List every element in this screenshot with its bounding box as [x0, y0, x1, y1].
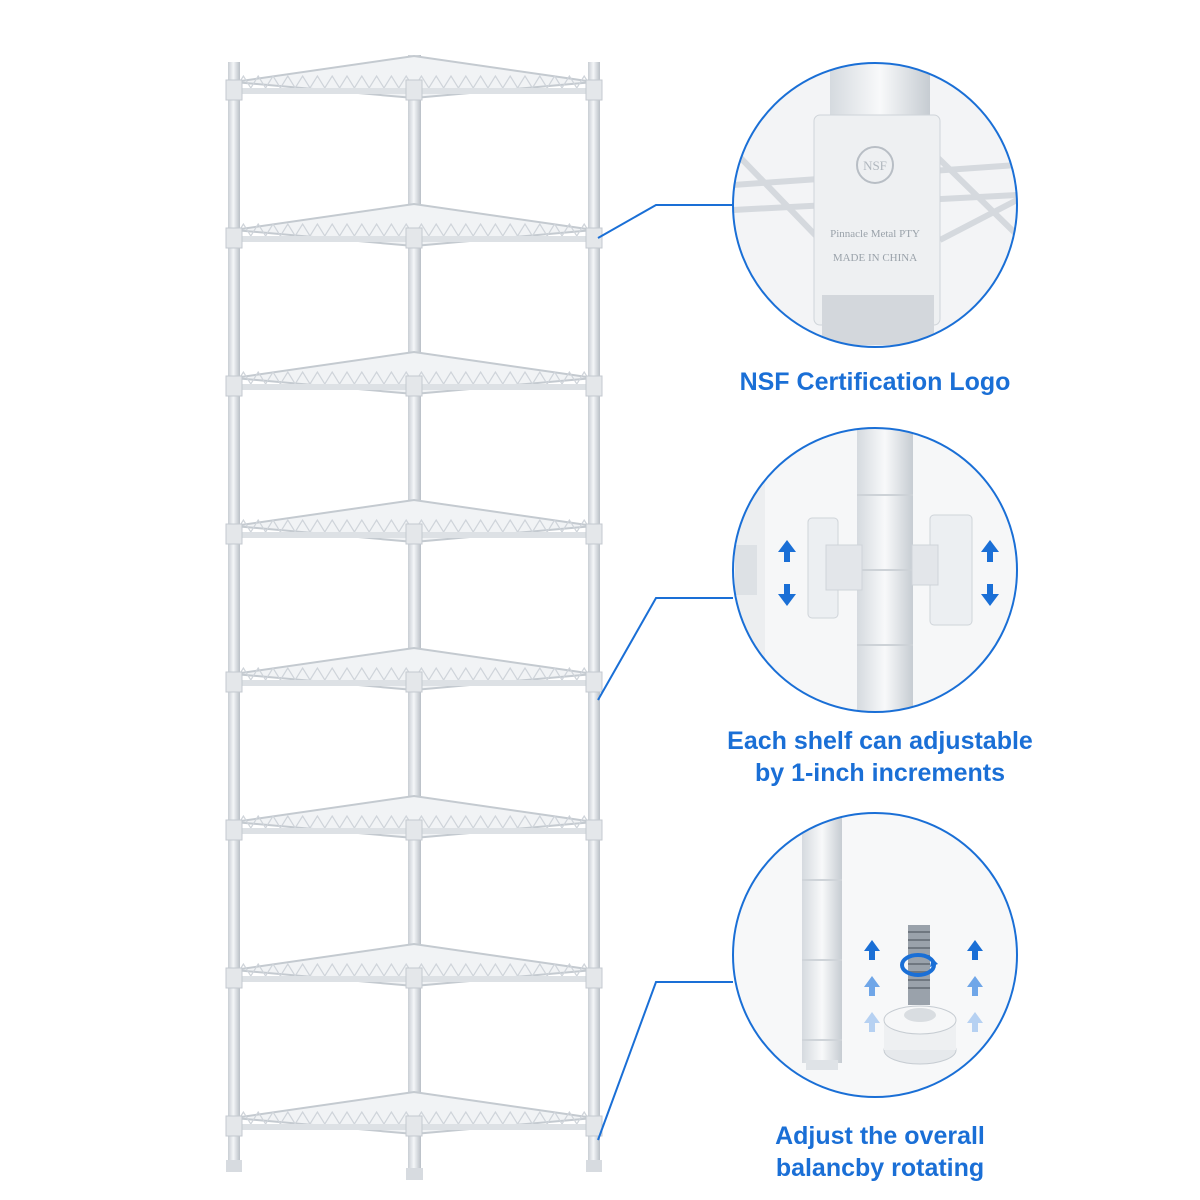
caption-nsf: NSF Certification Logo — [700, 366, 1050, 398]
left-post — [228, 62, 240, 1162]
caption-balance-line2: balancby rotating — [775, 1154, 985, 1182]
detail-circle-foot — [732, 812, 1018, 1098]
up-arrows-icon — [864, 940, 983, 1032]
wire-shelf — [225, 202, 603, 249]
caption-adjust-line2: by 1-inch increments — [754, 759, 1006, 787]
nsf-logo-text: NSF — [863, 158, 887, 173]
detail-circle-nsf: NSF — [732, 62, 1018, 348]
wire-shelf — [225, 794, 603, 841]
caption-balance: Adjust the overall balancby rotating — [700, 1120, 1060, 1184]
left-foot — [226, 1160, 242, 1172]
caption-adjust-line1: Each shelf can adjustable — [727, 727, 1033, 755]
connector-balance — [597, 981, 733, 1141]
wire-shelf — [225, 498, 603, 545]
connector-adjust — [597, 597, 733, 701]
wire-shelf — [225, 54, 603, 101]
right-foot — [586, 1160, 602, 1172]
caption-balance-line1: Adjust the overall — [775, 1122, 985, 1150]
corner-shelf-unit — [225, 54, 603, 1180]
center-post — [408, 55, 421, 1170]
wire-shelf — [225, 1090, 603, 1137]
wire-shelf — [225, 646, 603, 693]
nsf-badge-line1: Pinnacle Metal PTY — [830, 228, 920, 240]
caption-nsf-line1: NSF Certification Logo — [739, 368, 1011, 396]
wire-shelf — [225, 350, 603, 397]
center-foot — [406, 1168, 423, 1180]
up-down-arrows-icon — [778, 540, 999, 606]
rotating-foot-icon — [900, 953, 938, 977]
right-post — [588, 62, 600, 1162]
detail-circle-adjust — [732, 427, 1018, 713]
connector-nsf — [597, 204, 733, 239]
nsf-badge-text: Pinnacle Metal PTY MADE IN CHINA — [805, 222, 945, 270]
callout-connectors — [597, 204, 733, 1141]
caption-adjust: Each shelf can adjustable by 1-inch incr… — [690, 725, 1070, 789]
nsf-badge-line2: MADE IN CHINA — [832, 252, 918, 264]
wire-shelf — [225, 942, 603, 989]
nsf-logo-icon — [856, 146, 894, 184]
